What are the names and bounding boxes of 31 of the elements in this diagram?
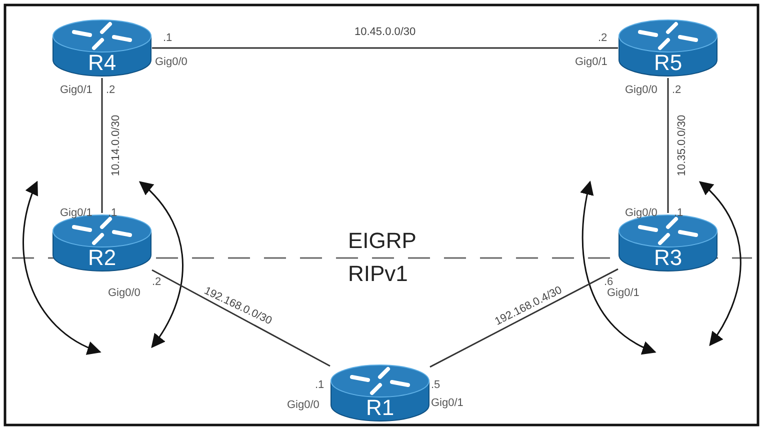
interface-label: Gig0/1 [431,397,464,410]
router-label: R5 [652,51,684,75]
interface-label: Gig0/0 [625,84,658,97]
interface-label: .2 [598,32,608,45]
interface-label: Gig0/0 [625,207,658,220]
interface-label: Gig0/1 [60,84,92,97]
network-link [101,78,103,213]
interface-label: .6 [604,276,614,288]
interface-label: Gig0/0 [108,287,140,300]
network-link [152,269,330,367]
router-label: R1 [364,396,396,420]
router-label: R3 [652,246,684,270]
network-link [667,78,669,213]
interface-label: Gig0/1 [60,207,92,220]
interface-label: Gig0/1 [607,287,640,300]
network-link [430,268,618,368]
subnet-label: 10.14.0.0/30 [110,114,123,176]
interface-label: .2 [672,84,682,97]
interface-label: .2 [106,84,116,97]
interface-label: Gig0/1 [575,56,608,69]
interface-label: .2 [152,276,162,289]
interface-label: .1 [163,32,172,45]
router-label: R2 [86,246,118,270]
subnet-label: 10.45.0.0/30 [354,26,416,38]
network-link [152,47,618,49]
router-label: R4 [86,51,118,75]
interface-label: Gig0/0 [155,56,188,69]
subnet-label: 10.35.0.0/30 [676,114,689,176]
interface-label: .5 [431,379,440,392]
interface-label: Gig0/0 [287,399,320,412]
interface-label: .1 [315,379,324,392]
